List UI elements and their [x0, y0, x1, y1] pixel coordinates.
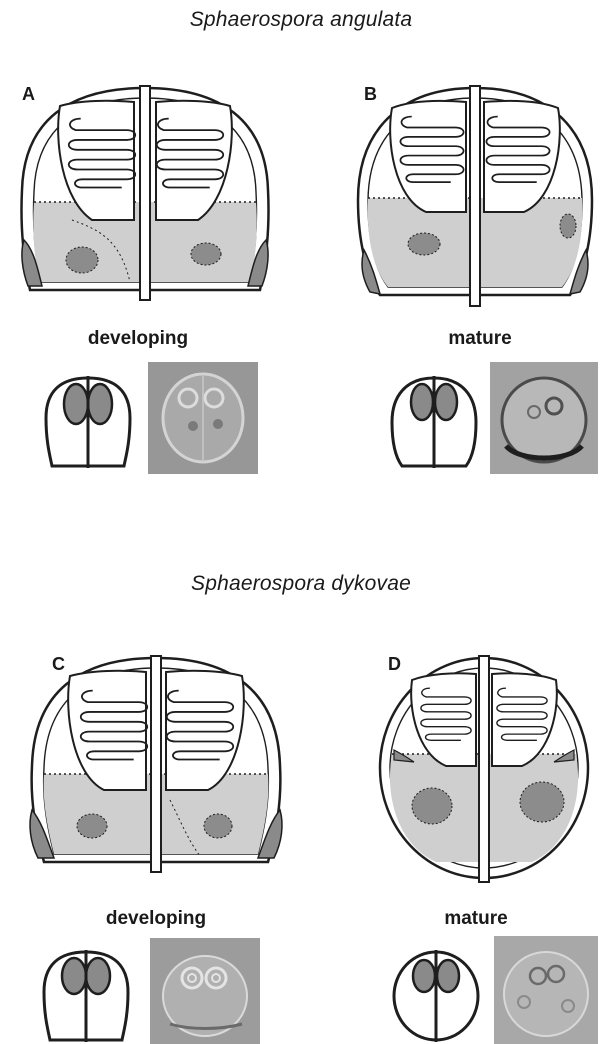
spore-diagram-b [350, 80, 600, 320]
micrograph-a [148, 362, 258, 474]
spore-outline-icon-a [38, 372, 138, 472]
spore-diagram-c [20, 650, 292, 890]
stage-label-a: developing [48, 328, 228, 350]
stage-label-b: mature [390, 328, 570, 350]
micrograph-c [150, 938, 260, 1044]
spore-outline-icon-d [386, 946, 486, 1044]
spore-outline-icon-b [384, 372, 484, 472]
stage-label-d: mature [386, 908, 566, 930]
stage-label-c: developing [66, 908, 246, 930]
micrograph-b [490, 362, 598, 474]
spore-outline-icon-c [36, 946, 136, 1044]
species-title-dykovae: Sphaerospora dykovae [0, 572, 602, 596]
spore-diagram-d [372, 650, 596, 890]
spore-diagram-a [10, 80, 280, 320]
species-title-angulata: Sphaerospora angulata [0, 8, 602, 32]
micrograph-d [494, 936, 598, 1044]
